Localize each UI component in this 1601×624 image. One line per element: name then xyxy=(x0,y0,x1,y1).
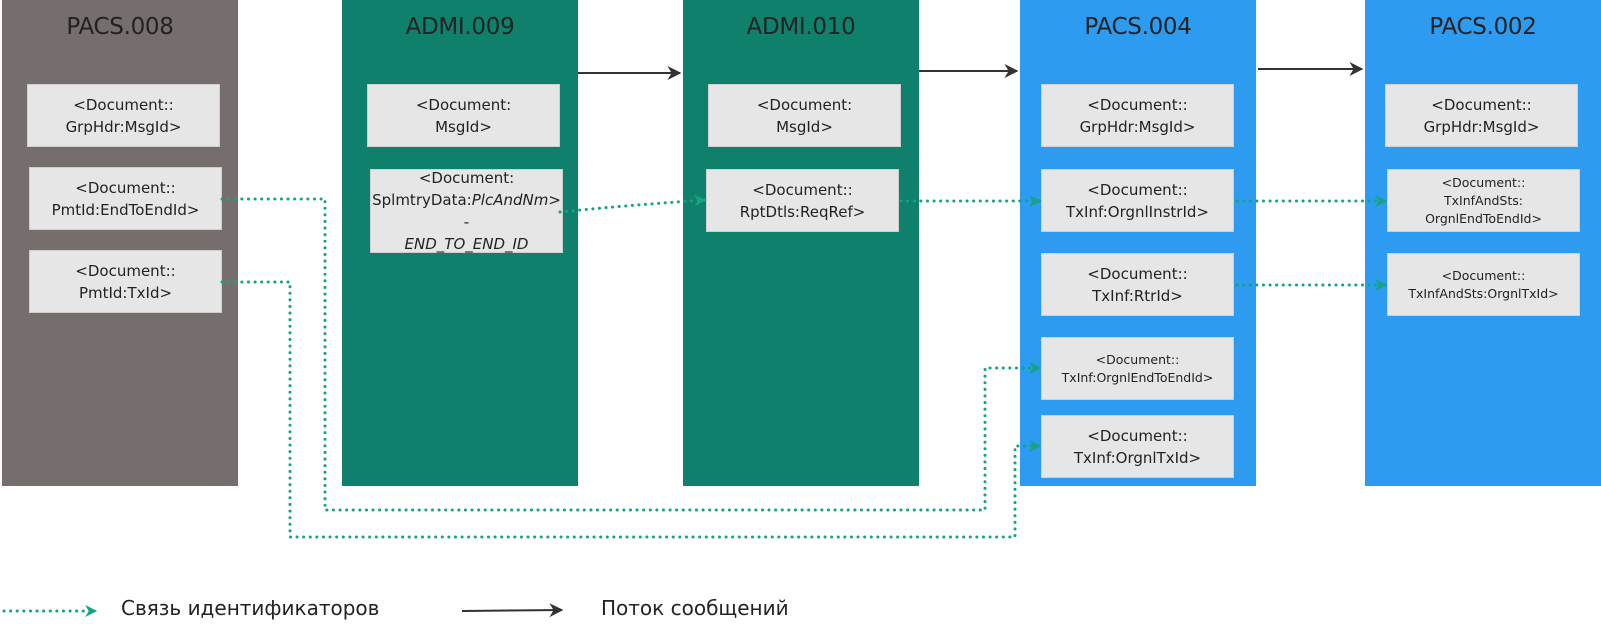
field-txinf-rtrid: <Document::TxInf:RtrId> xyxy=(1041,253,1234,316)
field-txinf-orgnlendtoendid: <Document::TxInf:OrgnlEndToEndId> xyxy=(1041,337,1234,400)
field-grphdr-msgid: <Document::GrpHdr:MsgId> xyxy=(1041,84,1234,147)
link-splmtrydata-to-reqref xyxy=(558,194,707,214)
field-line: <Document:: xyxy=(1087,95,1188,114)
field-path: SplmtryData: xyxy=(372,191,472,209)
legend-message-flow-label: Поток сообщений xyxy=(601,596,789,620)
field-msgid: <Document: MsgId> xyxy=(367,84,560,147)
field-line: PmtId:EndToEndId> xyxy=(51,200,200,219)
field-splmtrydata-plcandnm: <Document: SplmtryData:PlcAndNm> - END_T… xyxy=(370,169,563,253)
legend-identifier-link-label: Связь идентификаторов xyxy=(121,596,380,620)
field-path-suffix: > - xyxy=(463,191,561,231)
field-pmtid-endtoendid: <Document::PmtId:EndToEndId> xyxy=(29,167,222,230)
column-admi009: ADMI.009 <Document: MsgId> <Document: Spl… xyxy=(342,0,578,486)
field-line: <Document: xyxy=(418,169,515,187)
field-line: <Document:: xyxy=(1441,174,1526,190)
field-grphdr-msgid: <Document::GrpHdr:MsgId> xyxy=(1385,84,1578,147)
field-line: <Document: xyxy=(756,95,853,114)
field-line: <Document:: xyxy=(75,261,176,280)
column-title: PACS.008 xyxy=(66,14,174,40)
field-txinfandsts-orgnltxid: <Document::TxInfAndSts:OrgnlTxId> xyxy=(1387,253,1580,316)
field-line: MsgId> xyxy=(776,117,833,136)
column-title: PACS.002 xyxy=(1429,14,1537,40)
field-line: TxInf:OrgnlTxId> xyxy=(1073,448,1202,467)
field-line: RptDtls:ReqRef> xyxy=(739,202,866,221)
column-pacs002: PACS.002 <Document::GrpHdr:MsgId> <Docum… xyxy=(1365,0,1601,486)
field-line: GrpHdr:MsgId> xyxy=(1079,117,1196,136)
field-line: TxInf:OrgnlEndToEndId> xyxy=(1061,369,1214,385)
column-pacs004: PACS.004 <Document::GrpHdr:MsgId> <Docum… xyxy=(1020,0,1256,486)
field-line: OrgnlEndToEndId> xyxy=(1425,210,1542,226)
field-txinf-orgnlinstrid: <Document::TxInf:OrgnlInstrId> xyxy=(1041,169,1234,232)
column-title: ADMI.009 xyxy=(405,14,515,40)
field-line: TxInf:OrgnlInstrId> xyxy=(1066,202,1209,221)
field-line: PmtId:TxId> xyxy=(78,283,173,302)
field-line: <Document:: xyxy=(1087,180,1188,199)
field-line: <Document:: xyxy=(1095,351,1180,367)
field-msgid: <Document: MsgId> xyxy=(708,84,901,147)
field-line: <Document:: xyxy=(73,95,174,114)
field-line: GrpHdr:MsgId> xyxy=(65,117,182,136)
field-line: TxInf:RtrId> xyxy=(1092,286,1183,305)
field-line: <Document:: xyxy=(1431,95,1532,114)
field-path-italic: PlcAndNm xyxy=(471,191,549,209)
field-rptdtls-reqref: <Document::RptDtls:ReqRef> xyxy=(706,169,899,232)
field-line: TxInfAndSts:OrgnlTxId> xyxy=(1408,285,1559,301)
field-line: TxInfAndSts: xyxy=(1443,192,1523,208)
field-line: MsgId> xyxy=(435,117,492,136)
field-line: END_TO_END_ID xyxy=(404,235,529,253)
column-pacs008: PACS.008 <Document::GrpHdr:MsgId> <Docum… xyxy=(2,0,238,486)
field-line: SplmtryData:PlcAndNm> - xyxy=(372,189,561,233)
column-title: PACS.004 xyxy=(1084,14,1192,40)
field-grphdr-msgid: <Document::GrpHdr:MsgId> xyxy=(27,84,220,147)
column-admi010: ADMI.010 <Document:MsgId> <Document::Rpt… xyxy=(683,0,919,486)
link-txid-to-orgnltxid xyxy=(220,280,1042,539)
link-endtoendid-to-orgnlendtoendid xyxy=(220,197,1042,512)
field-line: <Document: xyxy=(415,95,512,114)
field-line: <Document:: xyxy=(1087,264,1188,283)
field-line: GrpHdr:MsgId> xyxy=(1423,117,1540,136)
column-title: ADMI.010 xyxy=(746,14,856,40)
field-txinfandsts-orgnlendtoendid: <Document::TxInfAndSts:OrgnlEndToEndId> xyxy=(1387,169,1580,232)
field-pmtid-txid: <Document::PmtId:TxId> xyxy=(29,250,222,313)
field-line: <Document:: xyxy=(1441,267,1526,283)
field-line: <Document:: xyxy=(75,178,176,197)
field-line: <Document:: xyxy=(1087,426,1188,445)
field-txinf-orgnltxid: <Document::TxInf:OrgnlTxId> xyxy=(1041,415,1234,478)
legend-message-flow-icon xyxy=(461,603,564,618)
field-line: <Document:: xyxy=(752,180,853,199)
